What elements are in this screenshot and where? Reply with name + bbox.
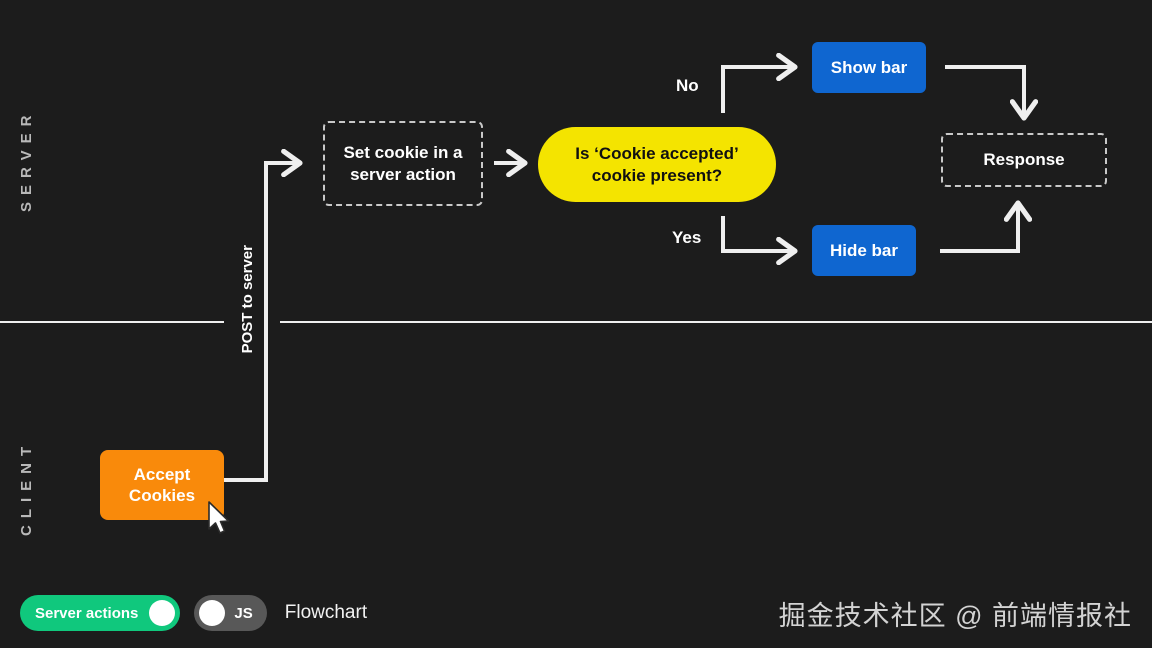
node-decision-line2: cookie present? [591, 165, 723, 185]
node-accept-cookies-button[interactable]: Accept Cookies [100, 450, 224, 520]
toggle-server-actions[interactable]: Server actions [20, 595, 181, 631]
toggle-server-actions-label: Server actions [35, 604, 139, 622]
edge-decision-no [721, 67, 795, 113]
edge-hide-bar-to-response [940, 203, 1018, 253]
edge-decision-yes [721, 216, 795, 251]
node-response-label: Response [983, 150, 1065, 170]
edge-show-bar-to-response [945, 65, 1024, 118]
node-hide-bar-label: Hide bar [829, 240, 899, 260]
node-decision-line1: Is ‘Cookie accepted’ [575, 144, 739, 164]
lane-divider-right [280, 321, 1152, 323]
toggle-server-actions-knob[interactable] [149, 600, 176, 626]
node-decision-cookie-accepted[interactable]: Is ‘Cookie accepted’ cookie present? [538, 127, 776, 202]
node-show-bar[interactable]: Show bar [812, 42, 926, 93]
branch-label-no: No [676, 76, 699, 95]
node-set-cookie-line1: Set cookie in a [343, 143, 463, 163]
lane-label-client: CLIENT [18, 439, 35, 536]
watermark-text: 掘金技术社区 @ 前端情报社 [778, 600, 1132, 631]
lane-divider-left [0, 321, 224, 323]
node-set-cookie-in-server-action[interactable]: Set cookie in a server action [323, 121, 483, 206]
node-accept-cookies-line1: Accept [133, 464, 191, 484]
edge-label-post-to-server: POST to server [239, 245, 256, 354]
node-hide-bar[interactable]: Hide bar [812, 225, 916, 276]
bottom-toolbar: Server actions JS Flowchart 掘金技术社区 @ 前端情… [0, 578, 1152, 648]
mouse-cursor-icon [208, 501, 230, 534]
toggle-js-label: JS [234, 604, 253, 622]
caption-flowchart: Flowchart [284, 602, 368, 623]
toggle-js[interactable]: JS [194, 595, 267, 631]
branch-label-yes: Yes [672, 228, 702, 247]
node-show-bar-label: Show bar [830, 57, 908, 77]
node-accept-cookies-line2: Cookies [128, 486, 196, 505]
lane-label-server: SERVER [18, 108, 35, 212]
node-response[interactable]: Response [941, 133, 1107, 187]
toggle-js-knob[interactable] [199, 600, 226, 626]
node-set-cookie-line2: server action [350, 164, 456, 184]
